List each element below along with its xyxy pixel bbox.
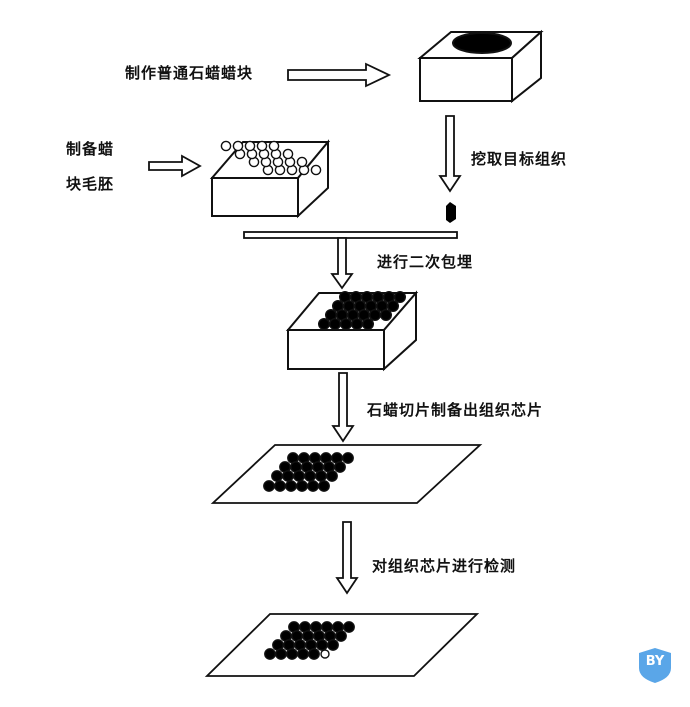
recipient-hole (268, 140, 280, 152)
chip-core (293, 470, 305, 482)
chip-core (335, 630, 347, 642)
chip-core (327, 639, 339, 651)
arrow-section (331, 372, 355, 443)
label-reembed: 进行二次包埋 (377, 253, 474, 271)
label-extract: 挖取目标组织 (471, 150, 568, 168)
chip-core (304, 470, 316, 482)
chip-core (274, 480, 286, 492)
chip-core (318, 480, 330, 492)
tested-chip-slide (204, 613, 480, 677)
array-core (351, 318, 364, 331)
chip-core (264, 648, 276, 660)
chip-core (263, 480, 275, 492)
chip-core (275, 648, 287, 660)
recipient-hole (256, 140, 268, 152)
recipient-holes (220, 140, 322, 176)
chip-core-negative (320, 649, 330, 659)
chip-core (282, 470, 294, 482)
chip-core (308, 648, 320, 660)
array-core (387, 300, 400, 313)
badge-text: BY (645, 654, 665, 669)
arrow-extract (438, 115, 462, 193)
chip-core (271, 470, 283, 482)
chip-core (296, 480, 308, 492)
recipient-hole (296, 156, 308, 168)
array-core (394, 291, 407, 304)
array-block-cores (318, 291, 407, 331)
array-core (318, 318, 331, 331)
chip-core (334, 461, 346, 473)
label-prep-line1: 制备蜡 (66, 140, 115, 158)
label-detect: 对组织芯片进行检测 (372, 557, 517, 575)
recipient-hole (310, 164, 322, 176)
array-core (329, 318, 342, 331)
recipient-block (209, 139, 331, 219)
tested-chip-cores (264, 621, 355, 660)
chip-core (342, 452, 354, 464)
arrow-detect (335, 521, 359, 595)
array-core (369, 309, 382, 322)
chip-core (316, 639, 328, 651)
arrow-to-blank (148, 154, 202, 178)
chip-core (286, 648, 298, 660)
label-prep-line2: 块毛胚 (66, 175, 115, 193)
label-section: 石蜡切片制备出组织芯片 (367, 401, 544, 419)
tissue-core (446, 202, 456, 223)
recipient-hole (220, 140, 232, 152)
arrow-to-block (287, 62, 392, 88)
label-make-block: 制作普通石蜡蜡块 (125, 64, 254, 82)
array-core (380, 309, 393, 322)
chip-core (315, 470, 327, 482)
recipient-hole (282, 148, 294, 160)
chip-core (307, 480, 319, 492)
chip-core (326, 470, 338, 482)
chip-core (297, 648, 309, 660)
badge-shield-icon (639, 648, 671, 683)
recipient-hole (232, 140, 244, 152)
array-core (362, 318, 375, 331)
arrow-reembed (243, 231, 458, 290)
chip-core (285, 480, 297, 492)
array-core (340, 318, 353, 331)
recipient-hole (244, 140, 256, 152)
paraffin-block (417, 29, 544, 104)
tissue-chip-cores (263, 452, 354, 492)
tissue-spot (452, 32, 512, 54)
chip-core (343, 621, 355, 633)
